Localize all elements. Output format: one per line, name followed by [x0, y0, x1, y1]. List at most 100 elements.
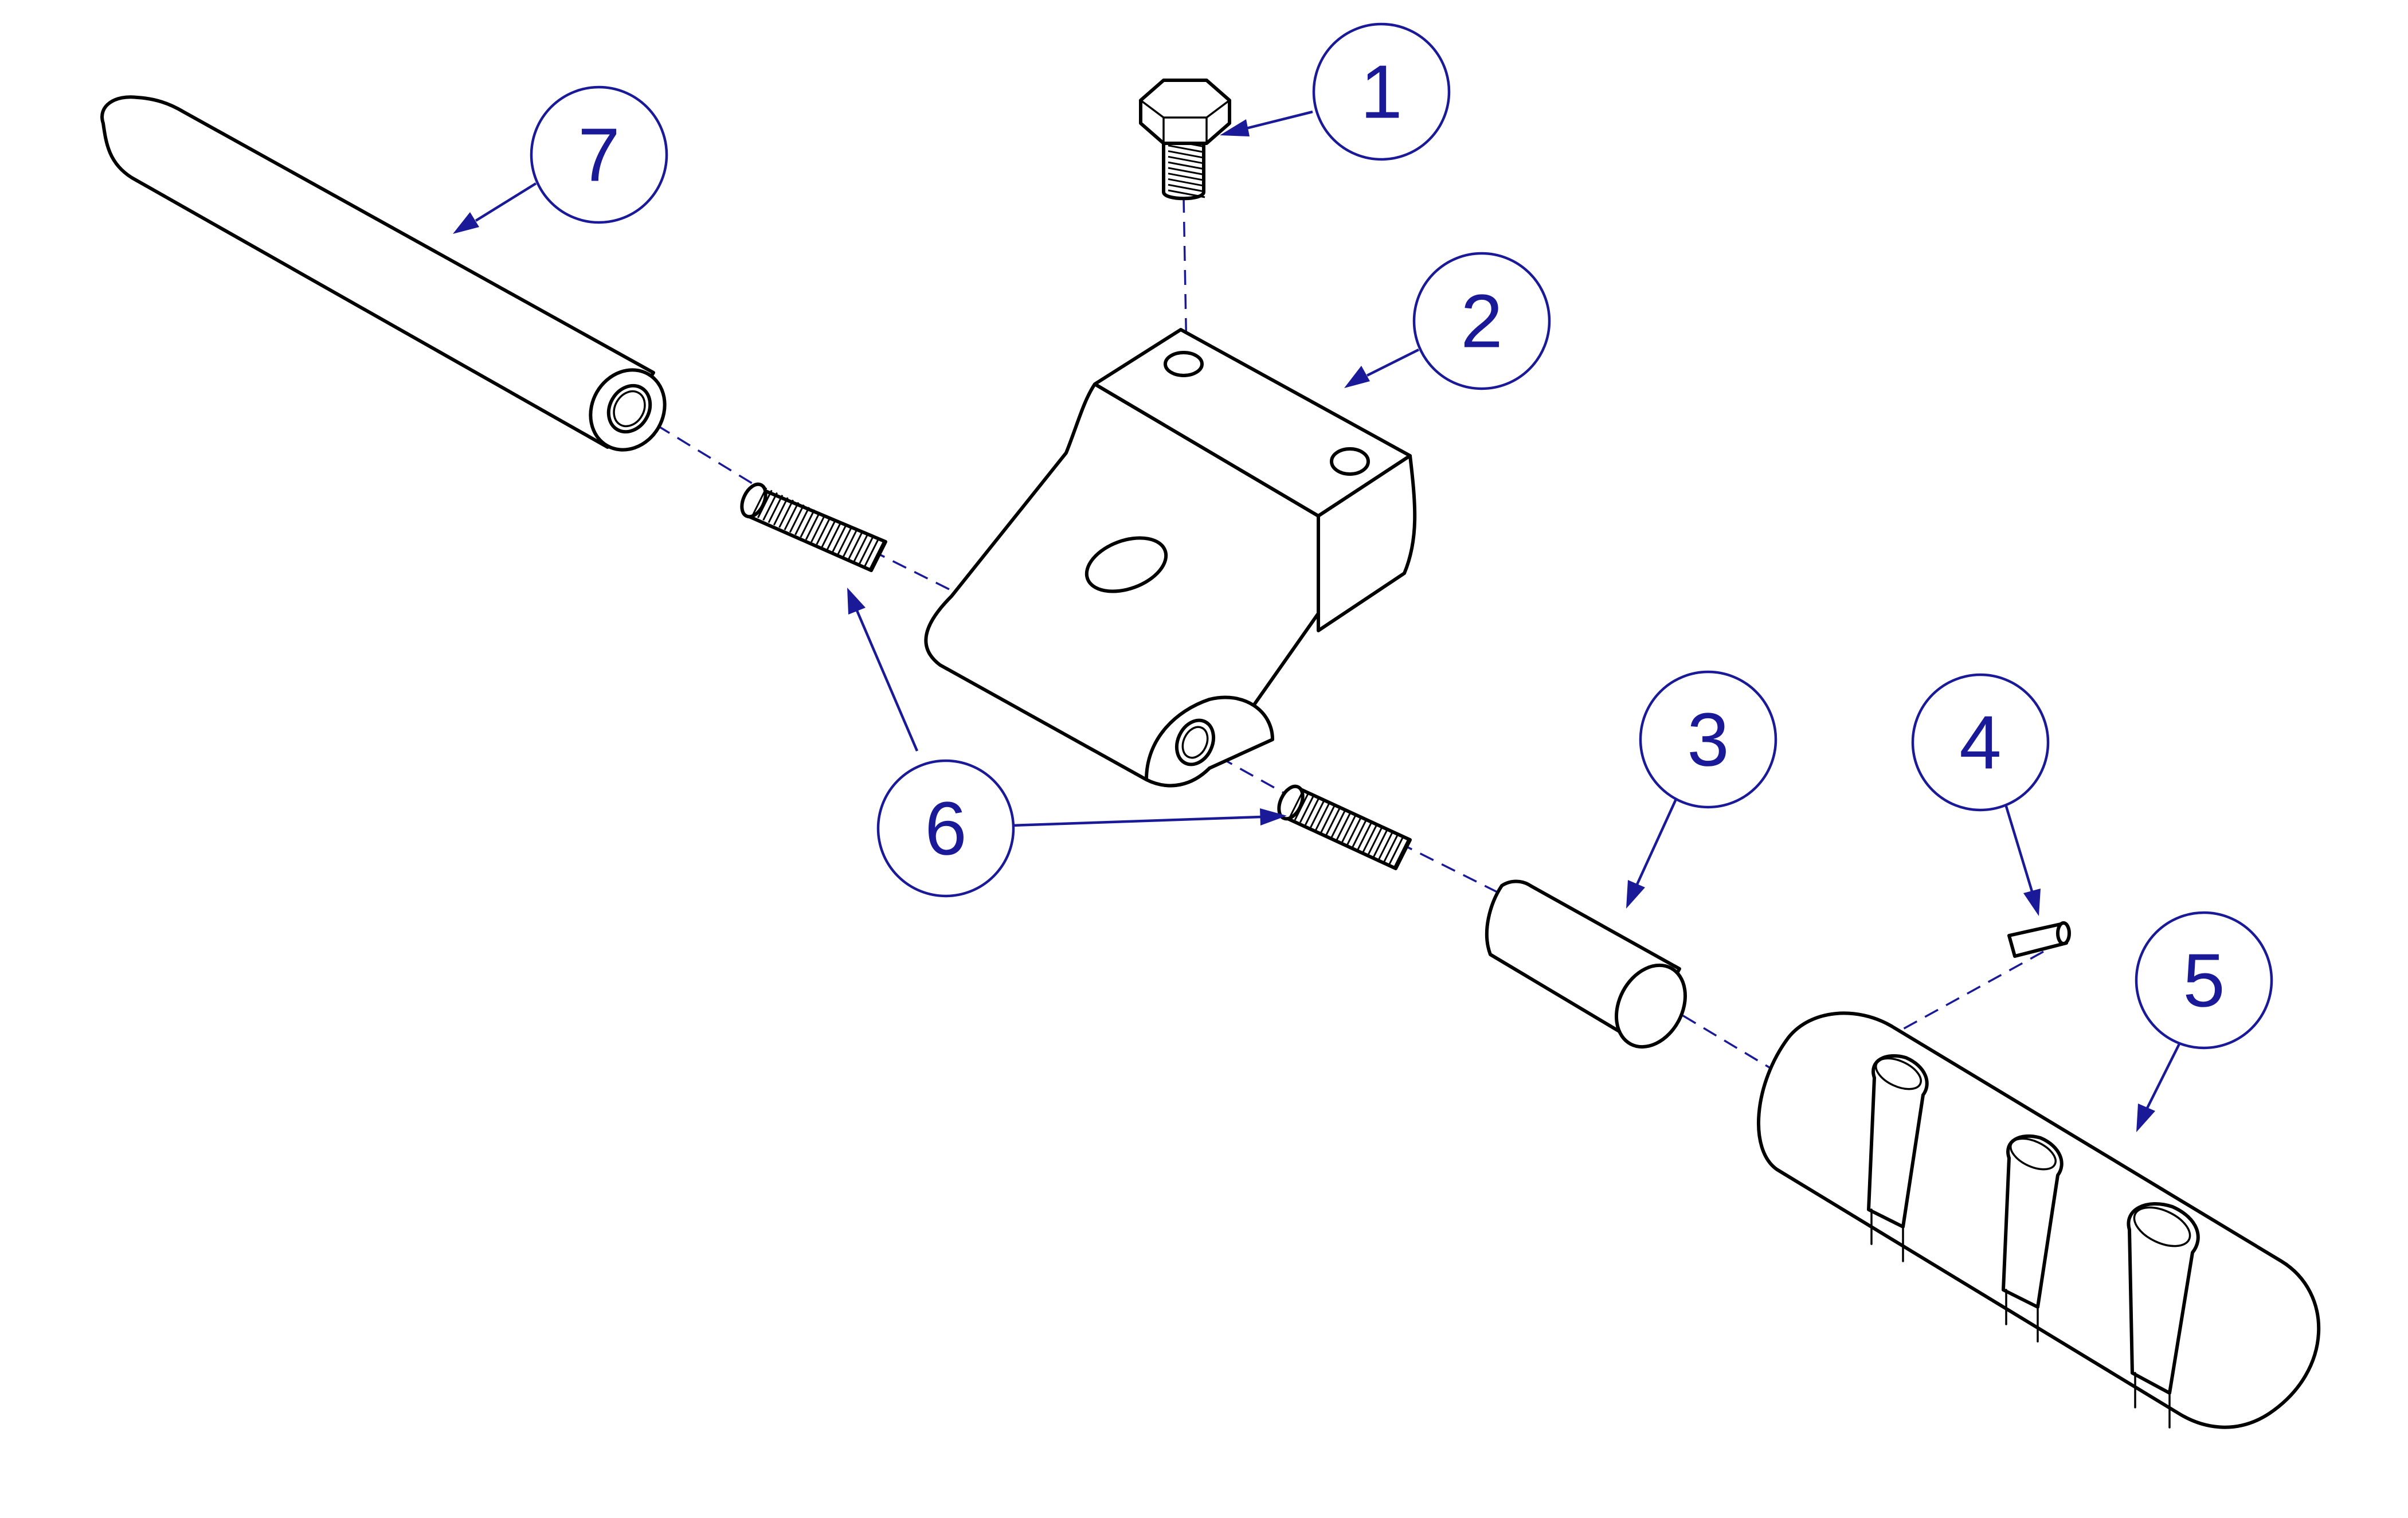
counterweight-slot-2-rim: [2010, 1137, 2057, 1171]
bracket-side-hole: [1084, 536, 1168, 593]
counterweight-notch-3: [2134, 1372, 2171, 1429]
thread-line: [1378, 831, 1393, 860]
callout-balloon-3: 3: [1639, 670, 1777, 809]
thread-line: [1330, 809, 1346, 838]
stud-lower-end: [1277, 784, 1305, 821]
callout-balloon-6: 6: [876, 759, 1015, 898]
thread-line: [821, 519, 837, 547]
balloon-7-circle: [530, 85, 668, 224]
thread-line: [837, 526, 853, 555]
tube-bore-thread-ring: [613, 390, 646, 428]
bolt-hex-head: [1139, 79, 1231, 145]
thread-line: [789, 504, 805, 533]
callout-balloon-5: 5: [2135, 911, 2273, 1050]
thread-line: [1168, 189, 1205, 198]
bolt-threads: [1168, 139, 1205, 198]
thread-line: [1393, 839, 1409, 867]
thread-line: [816, 517, 832, 545]
thread-line: [859, 535, 874, 565]
counterweight-slot-1-rim: [1875, 1057, 1922, 1090]
counterweight-slot-3-rim: [2133, 1206, 2191, 1247]
thread-line: [1373, 829, 1388, 858]
thread-line: [773, 497, 789, 526]
thread-line: [1168, 183, 1205, 193]
counterweight-slot-3: [2127, 1202, 2200, 1395]
set-screw-end: [2056, 921, 2071, 945]
leader-7-arrowhead: [453, 212, 479, 234]
leader-2-arrowhead: [1344, 366, 1370, 388]
thread-line: [1168, 167, 1205, 176]
thread-line: [848, 531, 864, 560]
thread-line: [1383, 834, 1399, 863]
part-6-stud-lower: [1277, 784, 1412, 870]
thread-line: [1315, 801, 1331, 831]
leader-3-arrowhead: [1626, 880, 1645, 909]
centerline-bolt-axis: [1183, 197, 1188, 356]
thread-line: [827, 521, 842, 550]
balloon-6-label: 6: [925, 787, 966, 871]
balloon-2-circle: [1412, 252, 1551, 390]
thread-line: [1168, 178, 1205, 187]
stud-lower-threads: [1289, 789, 1409, 867]
leader-4: [2002, 796, 2034, 892]
bolt-hex-edges: [1140, 99, 1231, 144]
balloon-2-label: 2: [1461, 279, 1502, 363]
thread-line: [869, 541, 885, 569]
assembly-centerlines: [636, 197, 2044, 1073]
thread-line: [832, 523, 848, 553]
centerline-stud-to-bushing: [1398, 842, 1502, 895]
stud-upper-threads: [751, 487, 885, 569]
balloon-1-label: 1: [1360, 50, 1402, 134]
leader-5-arrowhead: [2136, 1104, 2155, 1132]
balloon-3-label: 3: [1687, 698, 1729, 782]
thread-line: [794, 507, 810, 535]
leader-3: [1635, 785, 1684, 886]
leader-lines: [453, 110, 2183, 1132]
balloon-4-circle: [1911, 673, 2050, 812]
thread-line: [762, 492, 778, 521]
leader-6a-arrowhead: [847, 588, 866, 615]
thread-line: [784, 502, 800, 531]
part-6-stud-upper: [740, 482, 887, 572]
counterweight-top-edge: [1885, 1022, 2288, 1265]
leader-4-arrowhead: [2023, 889, 2041, 916]
balloon-7-label: 7: [578, 113, 620, 197]
counterweight-notch-1: [1870, 1208, 1904, 1262]
thread-line: [1341, 814, 1357, 843]
part-2-bracket: [924, 328, 1417, 788]
thread-line: [1346, 816, 1362, 845]
leader-6b: [1011, 815, 1262, 827]
leader-6a: [855, 610, 919, 752]
bracket-top-bolt-hole: [1164, 351, 1204, 377]
part-1-hex-bolt: [1139, 79, 1231, 201]
thread-line: [1305, 797, 1320, 825]
callout-balloon-7: 7: [530, 85, 668, 224]
callout-balloon-4: 4: [1911, 673, 2050, 812]
thread-line: [1310, 799, 1325, 828]
balloon-1-circle: [1312, 22, 1451, 161]
bracket-lug-bore-thread: [1181, 726, 1209, 759]
thread-line: [1362, 824, 1378, 852]
thread-line: [1299, 794, 1315, 823]
thread-line: [1352, 819, 1368, 848]
balloon-6-circle: [876, 759, 1015, 898]
leader-7: [475, 182, 537, 222]
thread-line: [1367, 826, 1383, 855]
thread-line: [1289, 789, 1305, 818]
thread-line: [1388, 836, 1404, 865]
callout-balloon-2: 2: [1412, 252, 1551, 390]
thread-line: [800, 509, 816, 538]
thread-line: [1168, 144, 1205, 154]
centerline-setscrew-axis: [1902, 950, 2044, 1030]
bracket-lug-bore: [1174, 718, 1216, 766]
thread-line: [1325, 807, 1341, 835]
stud-upper-end: [740, 482, 768, 519]
centerline-stud-to-bracket: [871, 549, 952, 592]
leader-1-arrowhead: [1220, 119, 1250, 136]
thread-line: [1168, 150, 1205, 159]
bracket-top-aux-hole: [1330, 447, 1370, 476]
thread-line: [1168, 155, 1205, 165]
thread-line: [1294, 792, 1310, 820]
thread-line: [843, 529, 858, 557]
